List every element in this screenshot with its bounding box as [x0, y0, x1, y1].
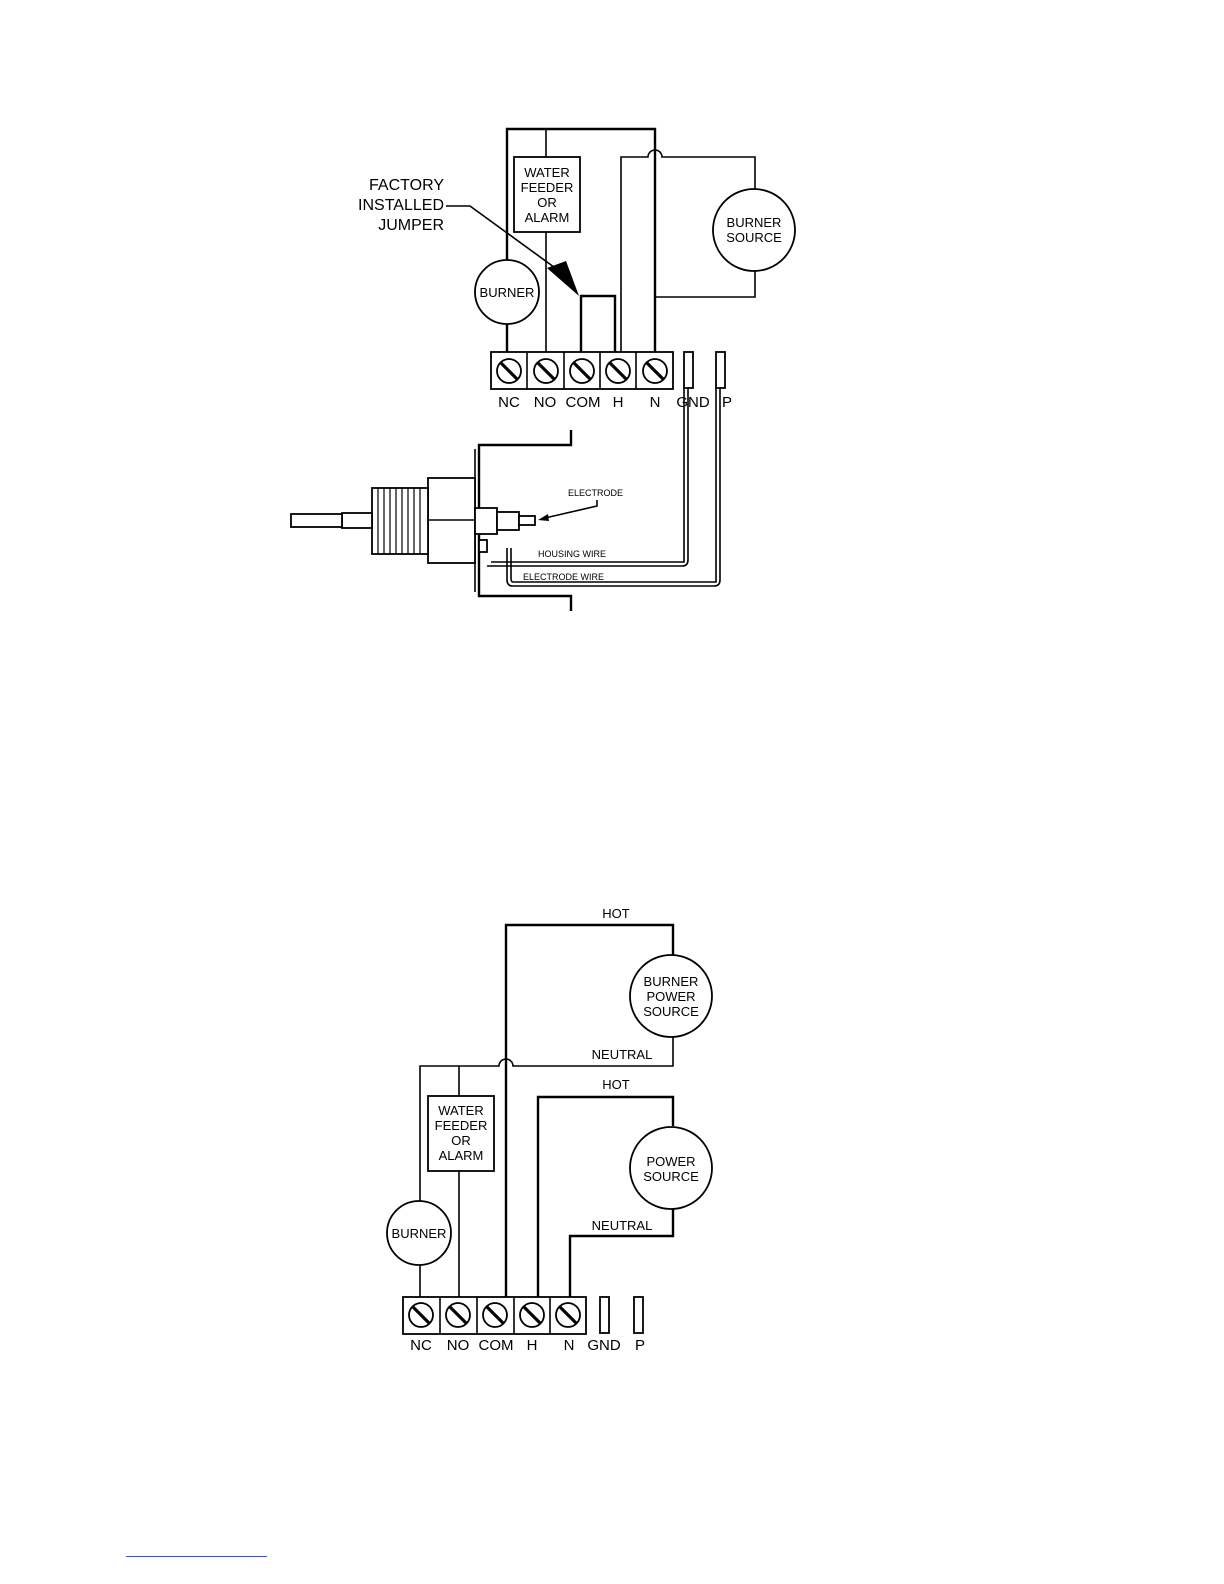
burner-source-label-2: SOURCE [726, 230, 782, 245]
jumper-label-3: JUMPER [378, 217, 444, 234]
jumper-label-2: INSTALLED [358, 197, 444, 214]
gnd-tab-1 [684, 352, 693, 388]
housing-wire-label: HOUSING WIRE [538, 549, 606, 559]
electrode-wire-label: ELECTRODE WIRE [523, 572, 604, 582]
feeder2-label-3: OR [451, 1133, 471, 1148]
term-com-1: COM [566, 394, 601, 411]
diagram-2: HOT NEUTRAL HOT NEUTRAL BURNER POWER SOU… [387, 906, 712, 1354]
feeder2-label-2: FEEDER [435, 1118, 488, 1133]
term-n-1: N [650, 394, 661, 411]
jumper-label-1: FACTORY [369, 177, 444, 194]
term-p-2: P [635, 1337, 645, 1354]
screw-no-1 [534, 359, 558, 383]
hot-label-1: HOT [602, 906, 630, 921]
factory-jumper [581, 296, 615, 352]
housing-wire [487, 388, 688, 566]
ps-label-1: POWER [646, 1154, 695, 1169]
bps-label-1: BURNER [644, 974, 699, 989]
p-tab-2 [634, 1297, 643, 1333]
screw-n-2 [556, 1303, 580, 1327]
probe-nut [497, 512, 519, 530]
term-gnd-2: GND [587, 1337, 621, 1354]
burner2-label: BURNER [392, 1226, 447, 1241]
housing-wire-inner [491, 388, 684, 562]
screw-h-1 [606, 359, 630, 383]
term-com-2: COM [479, 1337, 514, 1354]
p-tab-1 [716, 352, 725, 388]
bps-label-2: POWER [646, 989, 695, 1004]
footnote-rule [126, 1556, 267, 1557]
term-no-1: NO [534, 394, 557, 411]
electrode-label: ELECTRODE [568, 488, 623, 498]
electrode-stud [519, 516, 535, 525]
neutral-label-2: NEUTRAL [592, 1218, 653, 1233]
electrode-leader [545, 500, 597, 518]
ps-label-2: SOURCE [643, 1169, 699, 1184]
hot-label-2: HOT [602, 1077, 630, 1092]
term-gnd-1: GND [676, 394, 710, 411]
burner-label: BURNER [480, 285, 535, 300]
term-nc-1: NC [498, 394, 520, 411]
burner-source-label-1: BURNER [727, 215, 782, 230]
screw-nc-1 [497, 359, 521, 383]
feeder2-label-4: ALARM [439, 1148, 484, 1163]
screw-n-1 [643, 359, 667, 383]
probe-fitting [475, 508, 497, 534]
term-h-1: H [613, 394, 624, 411]
jumper-arrowhead [547, 261, 579, 296]
screw-com-1 [570, 359, 594, 383]
probe-rod-1 [342, 513, 372, 528]
feeder-label-2: FEEDER [521, 180, 574, 195]
feeder-label-3: OR [537, 195, 557, 210]
term-n-2: N [564, 1337, 575, 1354]
diagram-1: WATER FEEDER OR ALARM BURNER BURNER SOUR… [291, 129, 795, 611]
bps-label-3: SOURCE [643, 1004, 699, 1019]
screw-h-2 [520, 1303, 544, 1327]
feeder-label-4: ALARM [525, 210, 570, 225]
n-to-burner-source-wire [655, 270, 755, 297]
housing-screw [479, 540, 487, 552]
term-p-1: P [722, 394, 732, 411]
gnd-tab-2 [600, 1297, 609, 1333]
probe-rod-2 [291, 514, 342, 527]
term-nc-2: NC [410, 1337, 432, 1354]
neutral-label-1: NEUTRAL [592, 1047, 653, 1062]
screw-nc-2 [409, 1303, 433, 1327]
term-no-2: NO [447, 1337, 470, 1354]
screw-com-2 [483, 1303, 507, 1327]
term-h-2: H [527, 1337, 538, 1354]
screw-no-2 [446, 1303, 470, 1327]
feeder2-label-1: WATER [438, 1103, 484, 1118]
feeder-label-1: WATER [524, 165, 570, 180]
